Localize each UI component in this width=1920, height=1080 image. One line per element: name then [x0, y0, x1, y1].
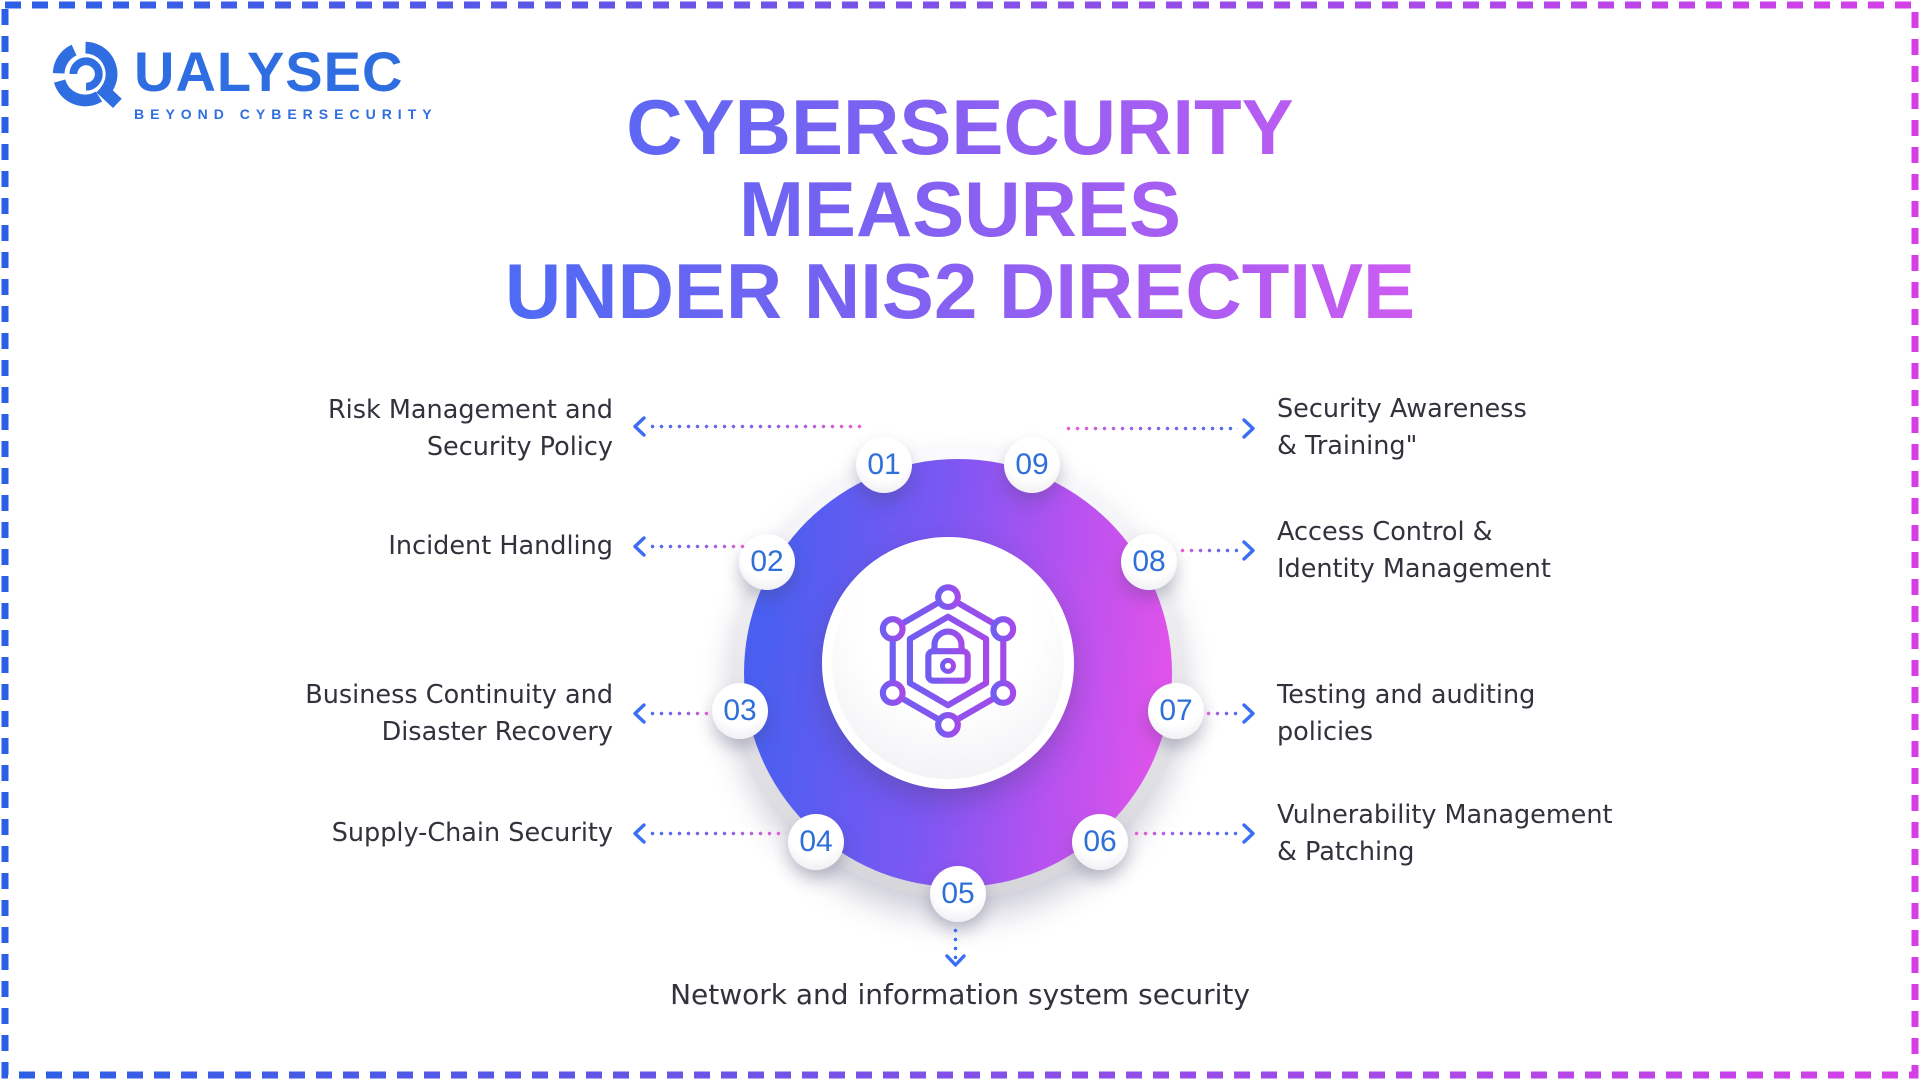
arrow-right-icon-09 — [1242, 418, 1255, 439]
arrow-right-icon-07 — [1242, 703, 1255, 724]
badge-05: 05 — [930, 866, 986, 922]
badge-04-number: 04 — [799, 825, 833, 858]
connector-02 — [650, 544, 746, 549]
arrow-down-icon-05 — [945, 954, 966, 967]
hexagon-network-lock-icon — [862, 575, 1034, 751]
connector-05 — [953, 928, 958, 960]
center-hub — [822, 537, 1074, 789]
title-line-3: UNDER NIS2 DIRECTIVE — [504, 247, 1416, 335]
arrow-left-icon-04 — [633, 823, 646, 844]
arrow-right-icon-06 — [1242, 823, 1255, 844]
badge-01-number: 01 — [867, 448, 901, 481]
badge-03: 03 — [712, 683, 768, 739]
arrow-left-icon-02 — [633, 536, 646, 557]
circle-diagram: 01 02 03 04 05 06 07 08 09 — [712, 437, 1204, 922]
label-access-control: Access Control & Identity Management — [1277, 517, 1551, 584]
title-line-2: MEASURES — [738, 165, 1182, 253]
qualysec-logo: UALYSEC BEYOND CYBERSECURITY — [46, 30, 438, 126]
badge-07-number: 07 — [1159, 694, 1193, 727]
badge-01: 01 — [856, 437, 912, 493]
badge-03-number: 03 — [723, 694, 757, 727]
badge-04: 04 — [788, 814, 844, 870]
badge-06: 06 — [1072, 814, 1128, 870]
connector-08 — [1180, 548, 1238, 553]
label-vulnerability-mgmt: Vulnerability Management & Patching — [1277, 800, 1613, 867]
page-title: CYBERSECURITY MEASURES UNDER NIS2 DIRECT… — [0, 86, 1920, 332]
badge-08: 08 — [1121, 534, 1177, 590]
connector-07 — [1206, 711, 1238, 716]
label-testing-auditing: Testing and auditing policies — [1277, 680, 1536, 747]
arrow-left-icon-01 — [633, 416, 646, 437]
qualysec-q-icon — [46, 30, 134, 126]
label-supply-chain: Supply-Chain Security — [331, 818, 613, 848]
badge-06-number: 06 — [1083, 825, 1117, 858]
badge-09-number: 09 — [1015, 448, 1049, 481]
brand-tagline: BEYOND CYBERSECURITY — [134, 106, 438, 122]
badge-02: 02 — [739, 534, 795, 590]
connector-09 — [1066, 426, 1238, 431]
badge-02-number: 02 — [750, 545, 784, 578]
badge-05-number: 05 — [941, 877, 975, 910]
brand-wordmark: UALYSEC — [134, 40, 404, 103]
label-security-awareness: Security Awareness & Training" — [1277, 394, 1527, 461]
badge-07: 07 — [1148, 683, 1204, 739]
title-line-1: CYBERSECURITY — [626, 83, 1294, 171]
arrow-right-icon-08 — [1242, 540, 1255, 561]
label-network-security: Network and information system security — [670, 978, 1250, 1011]
label-business-continuity: Business Continuity and Disaster Recover… — [305, 680, 613, 747]
connector-04 — [650, 831, 786, 836]
arrow-left-icon-03 — [633, 703, 646, 724]
connector-01 — [650, 424, 862, 429]
badge-08-number: 08 — [1132, 545, 1166, 578]
badge-09: 09 — [1004, 437, 1060, 493]
connector-03 — [650, 711, 712, 716]
label-risk-management: Risk Management and Security Policy — [327, 395, 613, 462]
label-incident-handling: Incident Handling — [388, 531, 613, 561]
connector-06 — [1134, 831, 1238, 836]
